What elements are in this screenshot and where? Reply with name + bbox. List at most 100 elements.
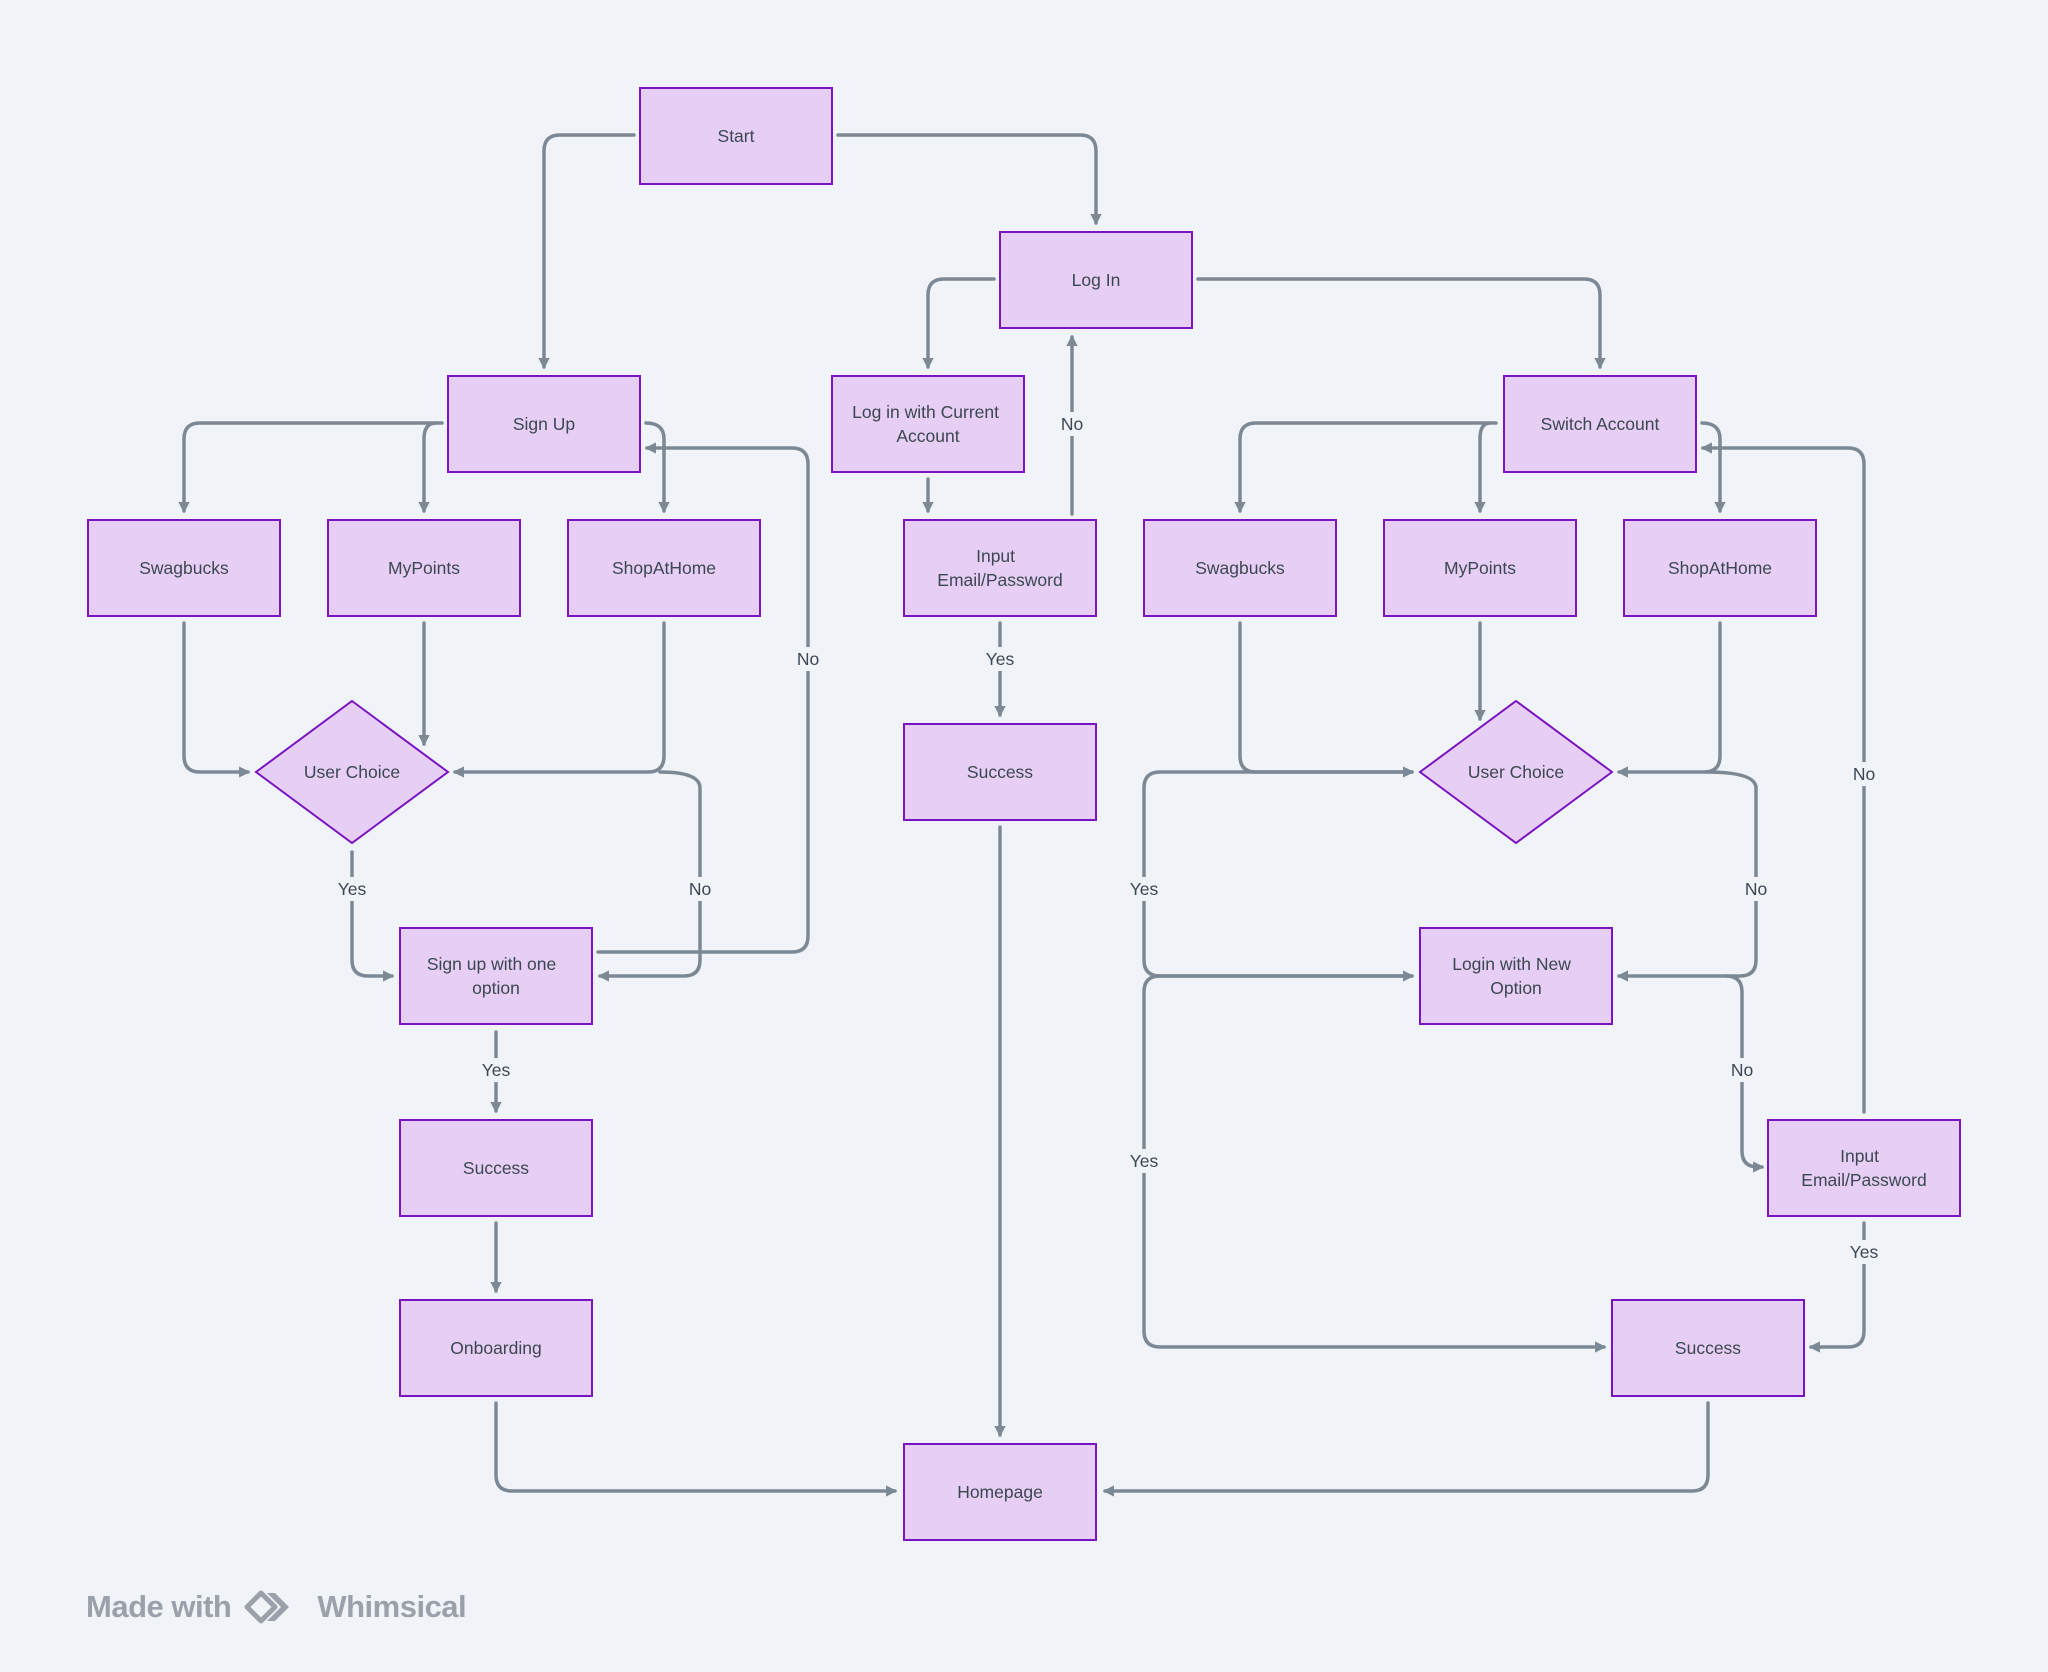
- edge-signup-mypoints: [418, 421, 438, 514]
- label-yes-center: Yes: [982, 647, 1018, 671]
- node-log-in-current-line-1: Log in with Current: [852, 402, 999, 422]
- edge-label-no: No: [1731, 1060, 1753, 1080]
- node-input-email-center-label: Input Email/Password: [937, 546, 1062, 590]
- node-log-in-current-line-2: Account: [896, 426, 959, 446]
- node-swagbucks-right[interactable]: Swagbucks: [1143, 519, 1337, 617]
- edge-onboarding-homepage: [494, 1401, 898, 1497]
- node-homepage[interactable]: Homepage: [903, 1443, 1097, 1541]
- node-start[interactable]: Start: [639, 87, 833, 185]
- node-swagbucks-left-label: Swagbucks: [139, 558, 229, 578]
- node-user-choice-right[interactable]: User Choice: [1418, 699, 1614, 845]
- node-sign-up-one-option-line-1: Sign up with one: [427, 954, 556, 974]
- node-shopathome-left-label: ShopAtHome: [612, 558, 716, 578]
- label-yes-right-success: Yes: [1126, 1149, 1162, 1173]
- node-success-left-label: Success: [463, 1158, 529, 1178]
- edge-switch-mypoints: [1474, 421, 1492, 514]
- edge-swagbucks-choice: [182, 621, 251, 778]
- edge-login-switch: [1196, 277, 1606, 370]
- edge-start-signup: [538, 133, 636, 370]
- node-login-new-option-line-1: Login with New: [1452, 954, 1571, 974]
- node-switch-account[interactable]: Switch Account: [1503, 375, 1697, 473]
- edge-signup-swagbucks: [178, 421, 444, 514]
- label-no-right-input: No: [1726, 1058, 1758, 1082]
- made-with-whimsical-badge[interactable]: Made with Whimsical: [86, 1582, 467, 1632]
- node-input-email-right-line-2: Email/Password: [1801, 1170, 1926, 1190]
- edge-label-yes: Yes: [1850, 1242, 1879, 1262]
- node-success-right-label: Success: [1675, 1338, 1741, 1358]
- node-input-email-right-line-1: Input: [1840, 1146, 1879, 1166]
- node-shopathome-left[interactable]: ShopAtHome: [567, 519, 761, 617]
- label-yes-right-choice: Yes: [1126, 877, 1162, 901]
- label-no-right-choice: No: [1740, 877, 1772, 901]
- edge-input-right-success-yes: [1808, 1221, 1866, 1353]
- node-success-center[interactable]: Success: [903, 723, 1097, 821]
- node-mypoints-right[interactable]: MyPoints: [1383, 519, 1577, 617]
- edge-option-choice-no: [597, 770, 702, 982]
- node-onboarding-label: Onboarding: [450, 1338, 541, 1358]
- edge-label-no: No: [1853, 764, 1875, 784]
- edge-signup-shopathome: [644, 421, 670, 514]
- node-sign-up[interactable]: Sign Up: [447, 375, 641, 473]
- edge-label-no: No: [797, 649, 819, 669]
- node-input-email-center-line-1: Input: [976, 546, 1015, 566]
- node-user-choice-left[interactable]: User Choice: [254, 699, 450, 845]
- label-no-left-choice: No: [684, 877, 716, 901]
- node-input-email-right[interactable]: Input Email/Password: [1767, 1119, 1961, 1217]
- whimsical-brand-name: Whimsical: [317, 1589, 467, 1624]
- node-log-in-current[interactable]: Log in with Current Account: [831, 375, 1025, 473]
- node-sign-up-label: Sign Up: [513, 414, 575, 434]
- node-input-email-right-label: Input Email/Password: [1801, 1146, 1926, 1190]
- node-swagbucks-right-label: Swagbucks: [1195, 558, 1285, 578]
- node-user-choice-right-label: User Choice: [1468, 762, 1564, 782]
- node-swagbucks-left[interactable]: Swagbucks: [87, 519, 281, 617]
- edge-labels: No Yes No Yes No Yes No Yes: [334, 412, 1882, 1264]
- node-login-new-option[interactable]: Login with New Option: [1419, 927, 1613, 1025]
- edge-label-yes: Yes: [482, 1060, 511, 1080]
- edge-shopathome-right-choice: [1616, 621, 1722, 778]
- label-no-right-switch: No: [1848, 762, 1880, 786]
- edge-success-right-homepage: [1102, 1401, 1710, 1497]
- node-mypoints-left-label: MyPoints: [388, 558, 460, 578]
- node-input-email-center[interactable]: Input Email/Password: [903, 519, 1097, 617]
- node-log-in-current-label: Log in with Current Account: [852, 402, 1004, 446]
- edge-option-signup-no: [596, 442, 810, 954]
- node-user-choice-left-label: User Choice: [304, 762, 400, 782]
- label-yes-left-choice: Yes: [334, 877, 370, 901]
- edge-label-no: No: [689, 879, 711, 899]
- edge-login-new-success-yes: [1142, 974, 1607, 1353]
- node-sign-up-one-option-label: Sign up with one option: [427, 954, 561, 998]
- node-login-new-option-label: Login with New Option: [1452, 954, 1576, 998]
- edge-shopathome-choice: [452, 621, 666, 778]
- edge-label-yes: Yes: [1130, 1151, 1159, 1171]
- edge-label-yes: Yes: [986, 649, 1015, 669]
- edge-choice-right-login-new-yes: [1142, 770, 1415, 982]
- node-success-left[interactable]: Success: [399, 1119, 593, 1217]
- edge-login-new-choice-no: [1616, 770, 1758, 982]
- node-success-center-label: Success: [967, 762, 1033, 782]
- node-sign-up-one-option[interactable]: Sign up with one option: [399, 927, 593, 1025]
- node-homepage-label: Homepage: [957, 1482, 1043, 1502]
- label-no-signup: No: [792, 647, 824, 671]
- node-success-right[interactable]: Success: [1611, 1299, 1805, 1397]
- node-mypoints-left[interactable]: MyPoints: [327, 519, 521, 617]
- node-switch-account-label: Switch Account: [1541, 414, 1660, 434]
- nodes: Start Log In Sign Up Log in with Current…: [87, 87, 1961, 1541]
- node-login-new-option-line-2: Option: [1490, 978, 1542, 998]
- edge-swagbucks-right-choice: [1238, 621, 1415, 778]
- node-input-email-center-line-2: Email/Password: [937, 570, 1062, 590]
- node-onboarding[interactable]: Onboarding: [399, 1299, 593, 1397]
- label-no-login: No: [1056, 412, 1088, 436]
- edge-start-login: [836, 133, 1102, 226]
- edge-login-new-input-no: [1724, 974, 1765, 1173]
- node-log-in[interactable]: Log In: [999, 231, 1193, 329]
- node-start-label: Start: [718, 126, 755, 146]
- node-log-in-label: Log In: [1072, 270, 1121, 290]
- node-shopathome-right[interactable]: ShopAtHome: [1623, 519, 1817, 617]
- edge-switch-shopathome: [1700, 421, 1726, 514]
- whimsical-logo-icon: [244, 1590, 290, 1624]
- edge-choice-signup-option-yes: [350, 850, 395, 982]
- edge-label-yes: Yes: [338, 879, 367, 899]
- label-yes-right-input: Yes: [1846, 1240, 1882, 1264]
- node-shopathome-right-label: ShopAtHome: [1668, 558, 1772, 578]
